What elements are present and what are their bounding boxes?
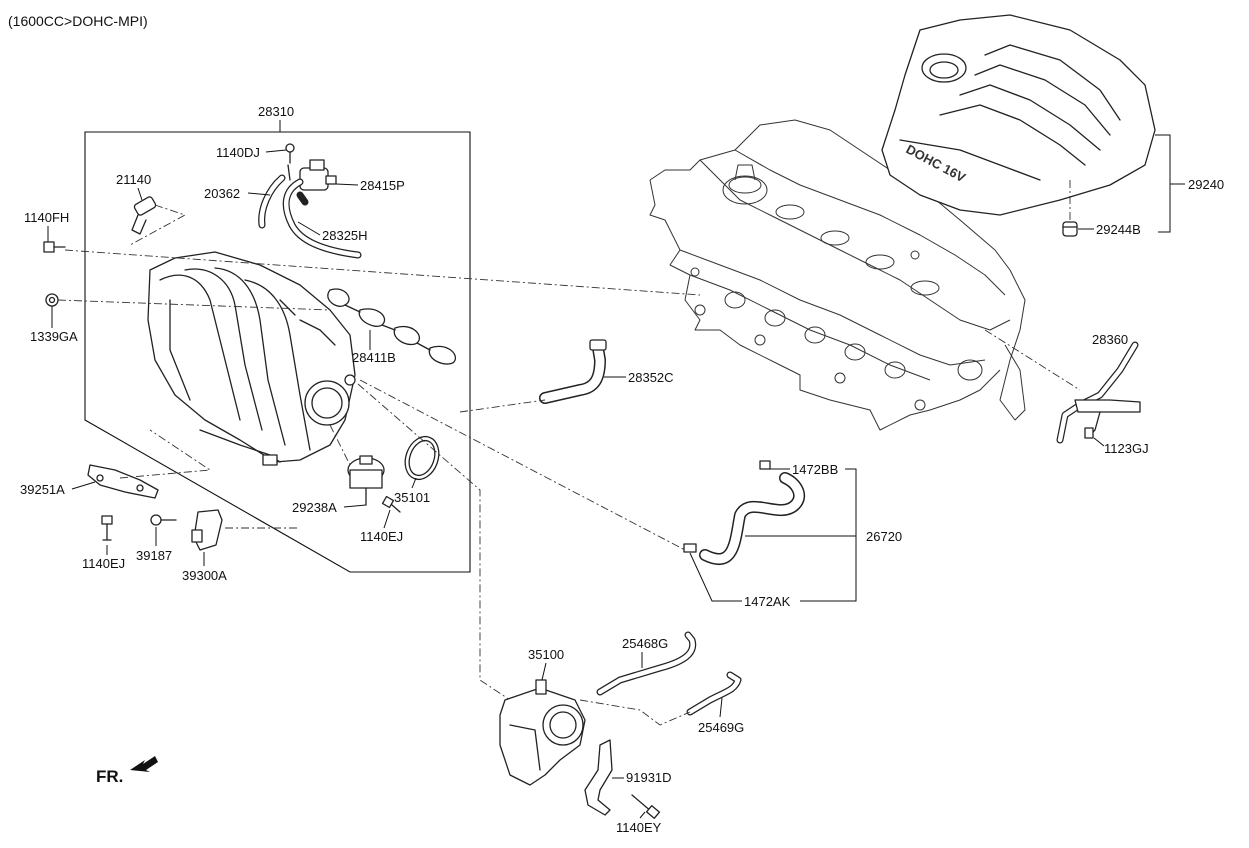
front-label: FR.: [96, 767, 123, 786]
bracket-91931d: [584, 739, 613, 816]
hose-25468g: [596, 631, 697, 696]
label-20362: 20362: [204, 186, 240, 201]
pcv-valve: [131, 196, 157, 235]
actuator-29238a: [347, 455, 385, 506]
leader-1140ej-right: [383, 509, 391, 529]
leader-28415p: [335, 183, 359, 186]
nut-dash-line: [57, 299, 331, 311]
label-25469g: 25469G: [698, 720, 744, 735]
vacuum-valve-assembly: [258, 143, 362, 259]
leader-1472ak: [689, 552, 742, 602]
leader-35101: [411, 477, 417, 489]
hose-dash: [359, 379, 686, 551]
bolt-1140fh: [43, 241, 66, 253]
hose-28352c-dash: [459, 399, 546, 413]
leader-35100: [541, 662, 547, 681]
bolt-1140ey: [631, 794, 661, 819]
label-1140fh: 1140FH: [24, 210, 69, 225]
front-arrow-icon: [130, 756, 158, 772]
cylinder-head-outline: [649, 119, 1026, 431]
hose-28352c: [539, 339, 607, 404]
grommet-29244b: [1062, 221, 1078, 237]
label-35101: 35101: [394, 490, 430, 505]
leader-29240: [1155, 134, 1171, 233]
leader-bracket-26720: [800, 468, 857, 602]
label-28415p: 28415P: [360, 178, 405, 193]
leader-1140dj: [265, 149, 287, 153]
bolt-1140ej-left: [101, 515, 113, 541]
gasket-35101: [404, 435, 440, 481]
engine-cover: DOHC 16V: [881, 14, 1156, 216]
label-21140: 21140: [116, 172, 151, 187]
label-1140ej-right: 1140EJ: [360, 529, 403, 544]
leader-39251a: [71, 481, 96, 490]
hose-25469g-dash: [579, 699, 691, 726]
manifold-gasket: [327, 288, 456, 365]
part-labels: 28310 1140DJ 21140 20362 28415P 28325H 1…: [20, 104, 1224, 835]
bolt-1140ej-right: [381, 495, 401, 513]
label-1123gj: 1123GJ: [1104, 441, 1149, 456]
leader-20362: [247, 192, 271, 196]
label-28325h: 28325H: [322, 228, 368, 243]
leader-29238a: [343, 504, 367, 508]
leader-21140: [137, 187, 143, 201]
intake-manifold-group-box: [84, 131, 471, 573]
label-1140ey: 1140EY: [616, 820, 662, 835]
label-1140ej-left: 1140EJ: [82, 556, 125, 571]
actuator-dash: [329, 424, 351, 466]
bolt-39187: [150, 514, 177, 526]
leader-1140ey: [639, 811, 646, 819]
bracket-dash: [119, 429, 212, 479]
leader-1123gj: [1093, 437, 1105, 447]
leader-28325h: [297, 221, 321, 236]
label-28411b: 28411B: [352, 350, 396, 365]
map-sensor-39300a: [191, 509, 223, 551]
label-1472bb: 1472BB: [792, 462, 838, 477]
label-35100: 35100: [528, 647, 564, 662]
label-1339ga: 1339GA: [30, 329, 78, 344]
label-91931d: 91931D: [626, 770, 672, 785]
engine-spec-header: (1600CC>DOHC-MPI): [8, 13, 148, 29]
label-29238a: 29238A: [292, 500, 337, 515]
label-1140dj: 1140DJ: [216, 145, 260, 160]
leader-25469g: [719, 697, 723, 718]
label-39300a: 39300A: [182, 568, 227, 583]
label-29240: 29240: [1188, 177, 1224, 192]
throttle-body-dash: [357, 383, 511, 701]
pcv-pipe-28360: [1056, 341, 1141, 444]
label-29244b: 29244B: [1096, 222, 1141, 237]
label-28360: 28360: [1092, 332, 1128, 347]
label-1472ak: 1472AK: [744, 594, 791, 609]
label-25468g: 25468G: [622, 636, 668, 651]
bolt-dash-line: [64, 249, 701, 296]
intake-manifold: [147, 251, 356, 466]
hose-26720: [683, 460, 806, 565]
label-39251a: 39251A: [20, 482, 65, 497]
nut-1339ga: [45, 293, 59, 307]
hose-25469g: [686, 671, 742, 716]
cam-caps: [722, 164, 940, 296]
label-28352c: 28352C: [628, 370, 674, 385]
throttle-body-35100: [499, 679, 586, 786]
manifold-bracket: [87, 464, 159, 499]
label-26720: 26720: [866, 529, 902, 544]
label-39187: 39187: [136, 548, 172, 563]
pipe-28360-dash: [984, 329, 1081, 391]
intake-ports: [690, 250, 983, 411]
label-28310: 28310: [258, 104, 294, 119]
